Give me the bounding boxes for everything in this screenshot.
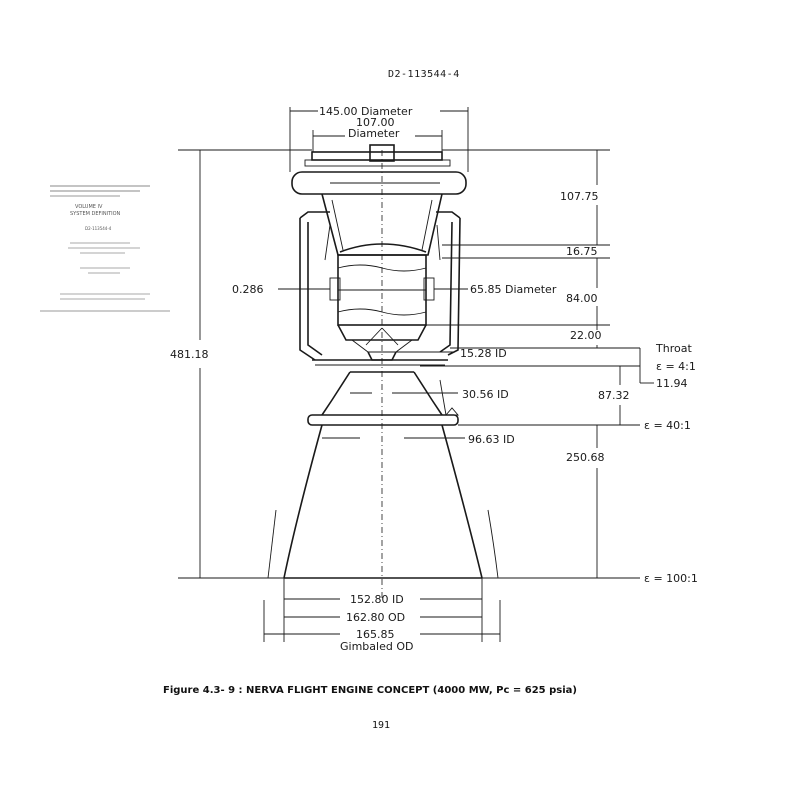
- nozzle-length-1-label: 87.32: [598, 389, 630, 402]
- eps-40-label: ε = 40:1: [644, 419, 691, 432]
- nozzle-id-1-label: 30.56 ID: [462, 388, 509, 401]
- eps-4-label: ε = 4:1: [656, 360, 696, 373]
- throat-label: Throat: [655, 342, 692, 355]
- overall-length-label: 481.18: [170, 348, 209, 361]
- exit-id-label: 152.80 ID: [350, 593, 404, 606]
- inset-document-thumbnail: VOLUME IV SYSTEM DEFINITION D2-113544-4: [30, 170, 180, 320]
- gimbaled-od-value: 165.85: [356, 628, 395, 641]
- section-1-label: 16.75: [566, 245, 598, 258]
- gimbaled-od-label: Gimbaled OD: [340, 640, 413, 653]
- section-3-label: 22.00: [570, 329, 602, 342]
- tank-height-label: 107.75: [560, 190, 599, 203]
- inner-top-value: 107.00: [356, 116, 395, 129]
- eps-4-offset-label: 11.94: [656, 377, 688, 390]
- dimension-lines: [178, 107, 654, 642]
- engine-body: [267, 144, 499, 600]
- inset-title-2: SYSTEM DEFINITION: [70, 211, 121, 217]
- nozzle-length-2-label: 250.68: [566, 451, 605, 464]
- doc-number: D2-113544-4: [388, 69, 460, 80]
- exit-od-label: 162.80 OD: [346, 611, 405, 624]
- figure-caption: Figure 4.3- 9 : NERVA FLIGHT ENGINE CONC…: [163, 685, 577, 696]
- section-2-label: 84.00: [566, 292, 598, 305]
- eps-100-label: ε = 100:1: [644, 572, 698, 585]
- wall-thickness-label: 0.286: [232, 283, 264, 296]
- top-diameter-label: 145.00 Diameter: [319, 105, 413, 118]
- inset-title-1: VOLUME IV: [75, 204, 103, 210]
- nozzle-id-2-label: 96.63 ID: [468, 433, 515, 446]
- inner-top-unit: Diameter: [348, 127, 400, 140]
- throat-id-label: 15.28 ID: [460, 347, 507, 360]
- inset-number: D2-113544-4: [85, 226, 112, 231]
- core-diameter-label: 65.85 Diameter: [470, 283, 557, 296]
- page-number: 191: [372, 720, 390, 731]
